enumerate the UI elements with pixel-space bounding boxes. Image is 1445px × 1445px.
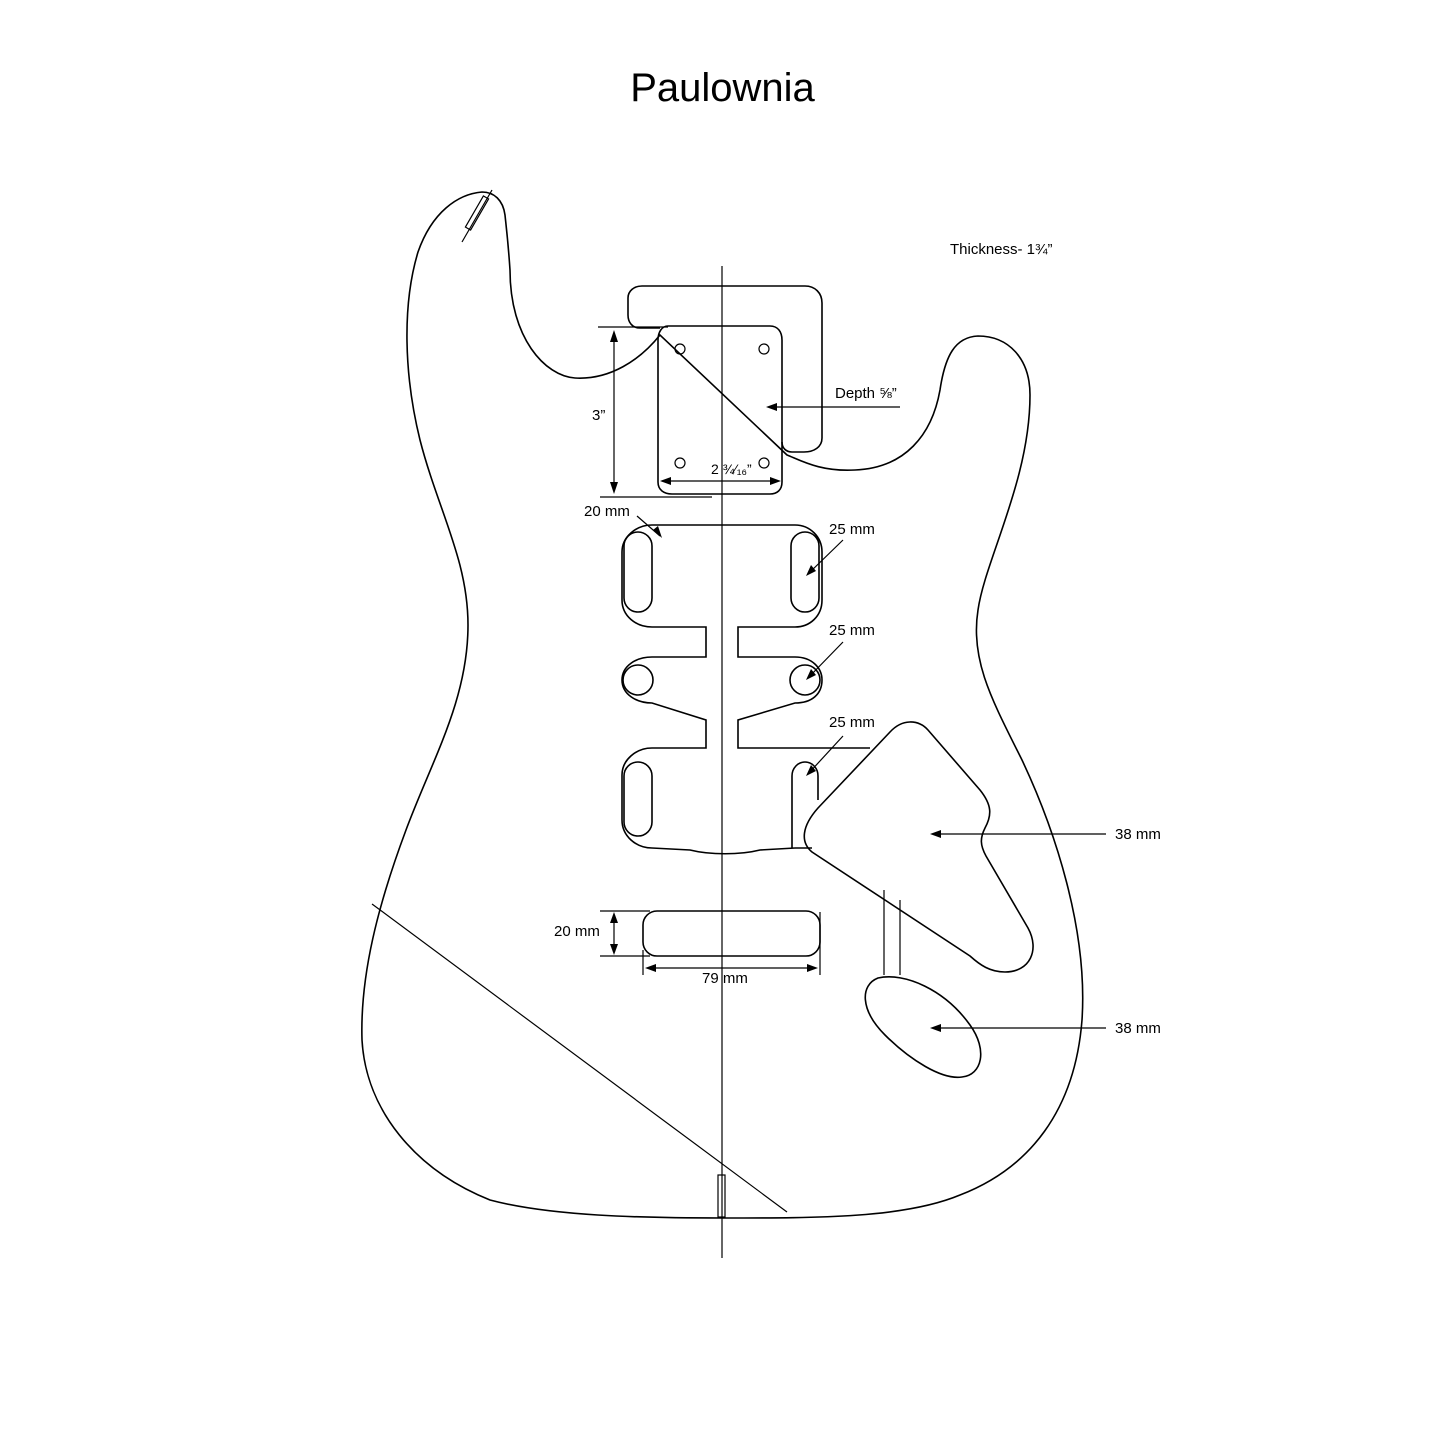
pickup-route xyxy=(621,524,870,855)
strap-pin-bottom xyxy=(717,1174,726,1218)
dim-arrow xyxy=(610,482,618,494)
thickness-label: Thickness- 1¾” xyxy=(950,241,1053,258)
arm-contour-line xyxy=(371,903,788,1213)
leader-arrow xyxy=(766,403,777,411)
neck-pocket xyxy=(657,325,783,495)
dim-arrow xyxy=(610,944,618,955)
leader-arrow xyxy=(806,669,816,680)
slot-middle-left xyxy=(622,664,654,696)
neck-length-label: 3” xyxy=(592,407,606,424)
dim-arrow xyxy=(610,330,618,342)
bridge-route xyxy=(642,910,821,957)
leader-line xyxy=(807,641,844,679)
leader-arrow xyxy=(806,565,816,576)
neck-width-label: 2 ¾⁄₁₆” xyxy=(711,461,752,477)
leader-arrow xyxy=(806,765,816,776)
control-cavity xyxy=(803,721,1034,973)
pickup-middle-label: 25 mm xyxy=(829,622,875,639)
leader-arrow xyxy=(653,526,662,538)
neck-depth-label: Depth ⅝” xyxy=(835,385,897,402)
leader-line xyxy=(807,539,844,575)
slot-neck-right xyxy=(790,531,820,613)
leader-line xyxy=(807,735,844,775)
slot-bridge-right xyxy=(791,761,819,848)
dim-arrow xyxy=(807,964,818,972)
neck-screw-hole xyxy=(758,343,770,355)
slot-middle-right xyxy=(789,664,821,696)
page-title: Paulownia xyxy=(630,66,815,110)
dim-arrow xyxy=(660,477,671,485)
dim-arrow xyxy=(645,964,656,972)
leader-arrow xyxy=(930,830,941,838)
neck-screw-hole xyxy=(674,457,686,469)
neck-pocket-relief xyxy=(627,285,823,453)
dim-arrow xyxy=(610,912,618,923)
bridge-height-label: 20 mm xyxy=(554,923,600,940)
route-top-label: 20 mm xyxy=(584,503,630,520)
neck-screw-hole xyxy=(674,343,686,355)
slot-neck-left xyxy=(623,531,653,613)
slot-bridge-left xyxy=(623,761,653,837)
pickup-bridge-label: 25 mm xyxy=(829,714,875,731)
control-cavity-label: 38 mm xyxy=(1115,826,1161,843)
body-outline xyxy=(361,191,1084,1219)
neck-screw-hole xyxy=(758,457,770,469)
leader-arrow xyxy=(930,1024,941,1032)
bridge-width-label: 79 mm xyxy=(702,970,748,987)
dim-arrow xyxy=(770,477,781,485)
jack-cavity xyxy=(864,976,982,1079)
jack-cavity-label: 38 mm xyxy=(1115,1020,1161,1037)
strap-pin-top-box xyxy=(464,195,490,231)
pickup-neck-label: 25 mm xyxy=(829,521,875,538)
